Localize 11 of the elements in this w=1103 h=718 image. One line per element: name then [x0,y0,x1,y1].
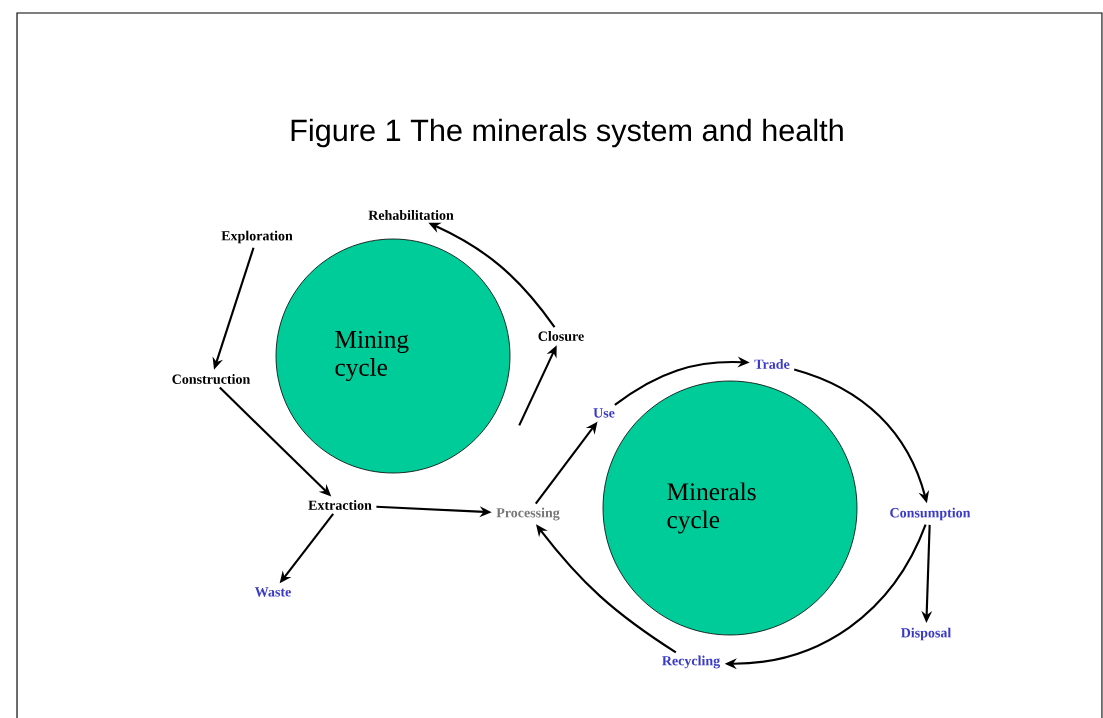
stage-label: Trade [754,359,790,369]
stage-label: Disposal [900,627,952,641]
stage-label: Recycling [662,655,721,669]
stage-label: Processing [496,507,560,521]
stage-label: Consumption [890,507,971,521]
stage-label: Closure [538,331,584,341]
stage-label: Extraction [308,500,372,510]
stage-label: Construction [172,374,251,384]
stage-label: Waste [254,587,291,597]
stage-label: Rehabilitation [368,210,454,220]
title: Figure 1 The minerals system and health [291,118,843,148]
